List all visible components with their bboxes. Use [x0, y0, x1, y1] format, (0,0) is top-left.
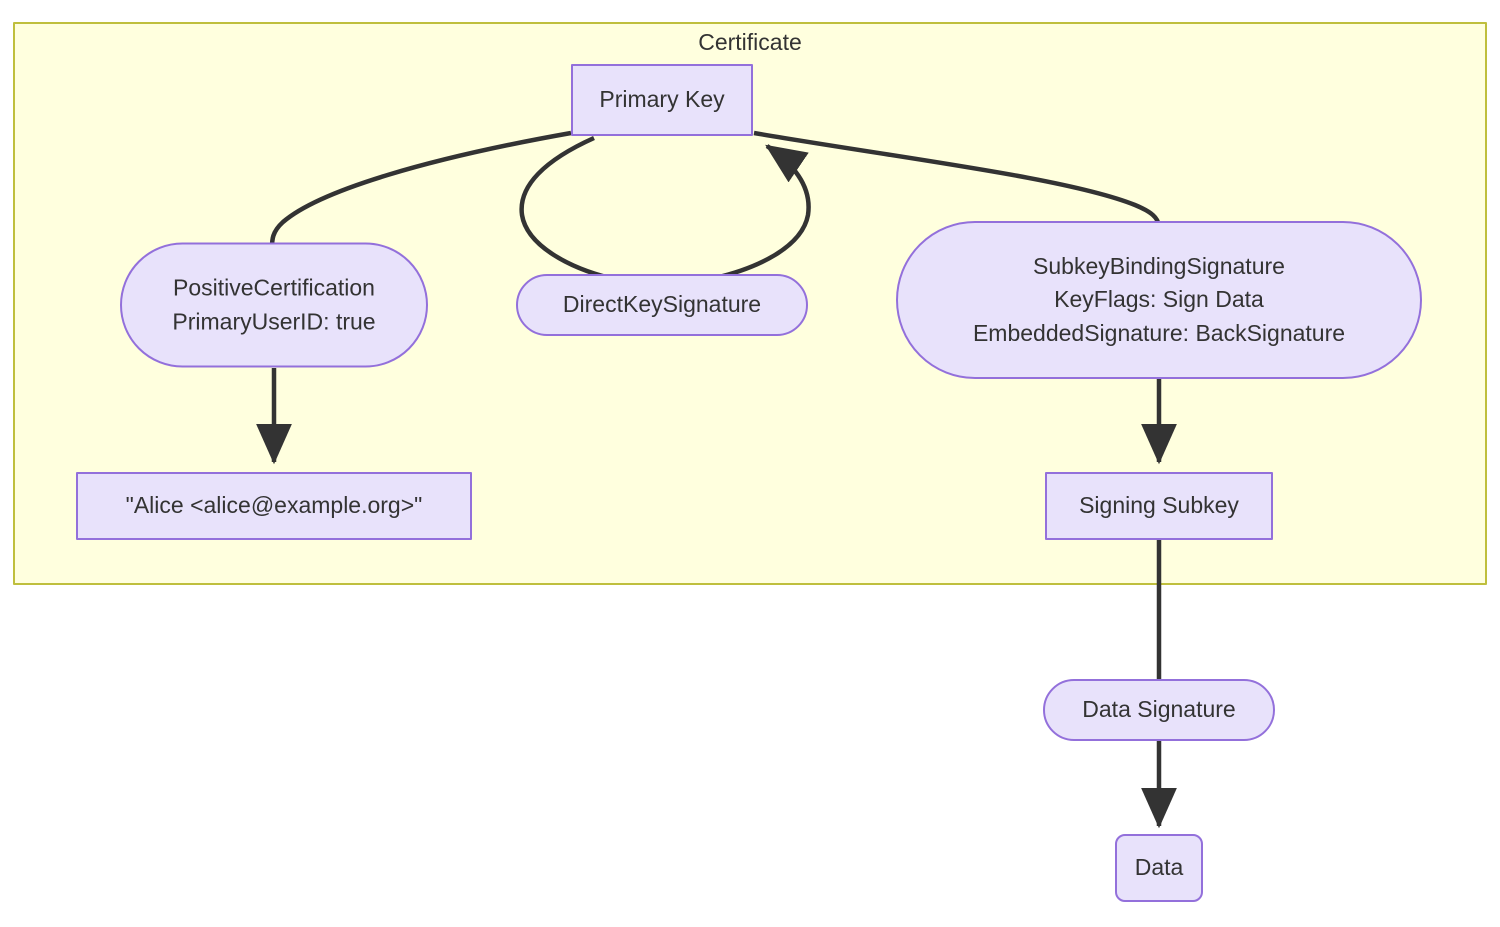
- node-primary-key[interactable]: Primary Key: [571, 64, 753, 136]
- subgraph-certificate-title: Certificate: [698, 29, 802, 55]
- node-signing-subkey[interactable]: Signing Subkey: [1045, 472, 1273, 540]
- node-alice-user-id[interactable]: "Alice <alice@example.org>": [76, 472, 472, 540]
- node-subkey-binding-signature[interactable]: SubkeyBindingSignature KeyFlags: Sign Da…: [896, 221, 1422, 379]
- node-positive-certification[interactable]: PositiveCertification PrimaryUserID: tru…: [120, 242, 428, 368]
- node-data[interactable]: Data: [1115, 834, 1203, 902]
- node-data-signature[interactable]: Data Signature: [1043, 679, 1275, 741]
- node-direct-key-signature[interactable]: DirectKeySignature: [516, 274, 808, 336]
